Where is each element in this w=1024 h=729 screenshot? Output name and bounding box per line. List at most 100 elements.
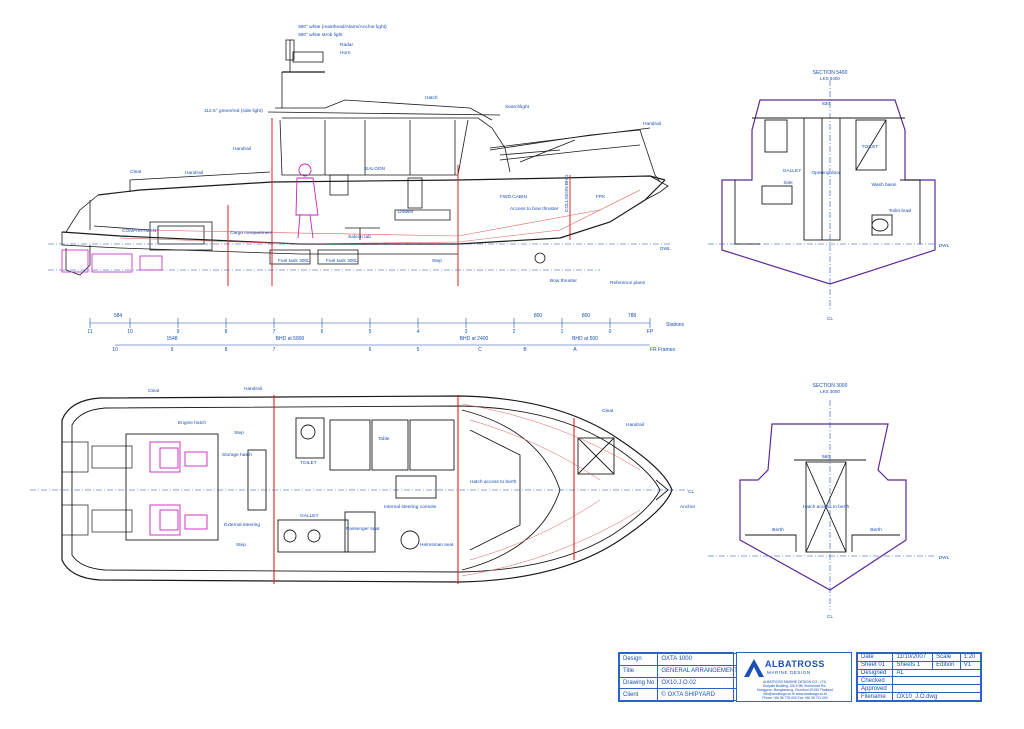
saloon-table-label: Saloon tab <box>348 234 371 240</box>
section-5400-sink: Sink <box>783 180 793 186</box>
station-3: 3 <box>465 329 468 335</box>
logo-address-3: Nongprue, Banglamung, Chonburi 20150 Tha… <box>757 688 833 692</box>
drawer-label: Drawer <box>398 209 414 215</box>
tb-sheet-label: Sheet <box>861 662 877 669</box>
section-5400 <box>721 99 936 285</box>
station-6: 6 <box>321 329 324 335</box>
profile-curves <box>119 189 641 245</box>
frame-a: A <box>573 347 577 353</box>
plan-view <box>61 395 673 583</box>
tb-scale-label: Scale <box>932 653 961 662</box>
dim-800b: 800 <box>582 313 591 319</box>
tb-filename-label: Filename <box>856 692 894 701</box>
frame-6: 6 <box>369 347 372 353</box>
plan-toilet-label: TOILET <box>300 460 317 466</box>
tb-checked-value <box>892 676 981 686</box>
tb-design-label: Design <box>618 653 659 666</box>
section-3000-berth-left: Berth <box>772 527 784 533</box>
fwd-cabin-label: FWD.CABIN <box>500 194 527 200</box>
section-3000-title: SECTION 3000 <box>813 383 848 389</box>
dim-1548: 1548 <box>166 336 177 342</box>
storage-hatch-label: Storage hatch <box>222 452 252 458</box>
tb-client-value: © OXTA SHIPYARD <box>657 688 742 701</box>
engine-hatch-label: Engine hatch <box>178 420 206 426</box>
tb-designed-label: Designed <box>856 668 894 678</box>
plan-handrail-fwd-label: Handrail <box>626 422 644 428</box>
passenger-seat-label: Passenger seat <box>346 526 380 532</box>
section-5400-toilet: TOILET <box>862 144 879 150</box>
stations-label: Stations <box>666 322 685 328</box>
section-5400-subtitle: LKS 5400 <box>820 76 840 81</box>
tb-edition-label: Edition <box>932 660 961 670</box>
ext-steering-label: External steering <box>224 522 260 528</box>
station-7: 7 <box>273 329 276 335</box>
fuel-tank-1-label: Fuel tank 300L <box>278 258 310 264</box>
plan-step-aft-label: Step <box>234 430 244 436</box>
section-3000-hatch-access: Hatch access to berth <box>803 504 850 510</box>
section-5400-door: Opening door <box>811 170 840 176</box>
bow-thruster-label: Bow thruster <box>550 278 577 284</box>
dim-800a: 800 <box>534 313 543 319</box>
frames-label: FR Frames <box>650 347 676 353</box>
handrail-mid-label: Handrail <box>185 170 203 176</box>
section-3000-berth-right: Berth <box>870 527 882 533</box>
reference-plane-label: Reference plane <box>610 280 646 286</box>
plan-galley-label: GALLEY <box>300 513 319 519</box>
tb-approved-label: Approved <box>856 684 894 694</box>
station-fp: FP <box>647 329 654 335</box>
handrail-fwd-label: Handrail <box>643 121 661 127</box>
section-3000-width: 560 <box>822 454 830 460</box>
station-8: 8 <box>225 329 228 335</box>
anchor-label: Anchor <box>680 504 696 510</box>
logo-address-1: ALBATROSS MARINE DESIGN CO., LTD. <box>762 680 828 684</box>
section-3000-cl: CL <box>827 614 833 620</box>
profile-bulkheads <box>227 120 571 286</box>
plan-handrail-aft-label: Handrail <box>244 386 262 392</box>
section-5400-wash-basin: Wash basin <box>872 182 897 188</box>
fpk-label: FPK <box>596 194 606 200</box>
strobe-light-label: 360° white strob light <box>298 32 343 38</box>
profile-annotations: 360° white (masthead/Alarm/Anchor light)… <box>122 24 671 286</box>
tb-filename-value: OX10_J.O.dwg <box>892 692 981 701</box>
bhd-500-label: BHD at 500 <box>572 336 598 342</box>
tb-scale-value: 1:20 <box>959 653 982 662</box>
section-3000-subtitle: LKS 3000 <box>820 389 840 394</box>
stations-scale <box>89 318 651 346</box>
logo-brand: ALBATROSS <box>765 659 825 669</box>
saloon-label: SALOON <box>365 166 386 172</box>
frame-c: C <box>478 347 482 353</box>
section-5400-labels: SECTION 5400 LKS 5400 GALLEY Opening doo… <box>783 70 950 322</box>
tb-date-value: 11/10/2007 <box>892 653 934 662</box>
tb-edition-value: V1 <box>959 660 982 670</box>
section-5400-galley: GALLEY <box>783 168 802 174</box>
station-0: 0 <box>609 329 612 335</box>
tb-sheets-value: 1 <box>916 662 921 669</box>
logo-address-2: Suriyaki Building, 3/5-9 9th Sukhumvit R… <box>762 684 828 688</box>
tb-design-value: OXTA 1000 <box>657 653 742 666</box>
station-5: 5 <box>369 329 372 335</box>
plan-cleat-aft-label: Cleat <box>148 388 160 394</box>
plan-bulkheads <box>273 395 575 584</box>
tb-client-label: Client <box>618 688 659 701</box>
station-10: 10 <box>127 329 133 335</box>
logo-address-4: info@amdesign.co.th www.amdesign.co.th <box>763 692 827 696</box>
frame-7: 7 <box>273 347 276 353</box>
hatch-label: Hatch <box>425 95 438 101</box>
station-11: 11 <box>87 329 92 335</box>
station-4: 4 <box>417 329 420 335</box>
tb-checked-label: Checked <box>856 676 894 686</box>
plan-table-label: Table <box>378 436 390 442</box>
section-3000-dwl <box>708 400 935 610</box>
tb-approved-value <box>892 684 981 694</box>
plan-bench-label: Hatch access to berth <box>470 479 517 485</box>
tb-sheet-value: 01 <box>878 662 886 669</box>
anchor-light-label: 360° white (masthead/Alarm/Anchor light) <box>298 24 387 30</box>
section-3000-labels: SECTION 3000 LKS 3000 Berth Berth Hatch … <box>772 383 949 620</box>
station-labels: 11 10 9 8 7 6 5 4 3 2 1 0 FP Stations 10… <box>87 313 684 353</box>
dim-584: 584 <box>114 313 123 319</box>
section-5400-cl: CL <box>827 316 833 322</box>
cleat-label: Cleat <box>130 169 142 175</box>
frame-10: 10 <box>112 347 118 353</box>
